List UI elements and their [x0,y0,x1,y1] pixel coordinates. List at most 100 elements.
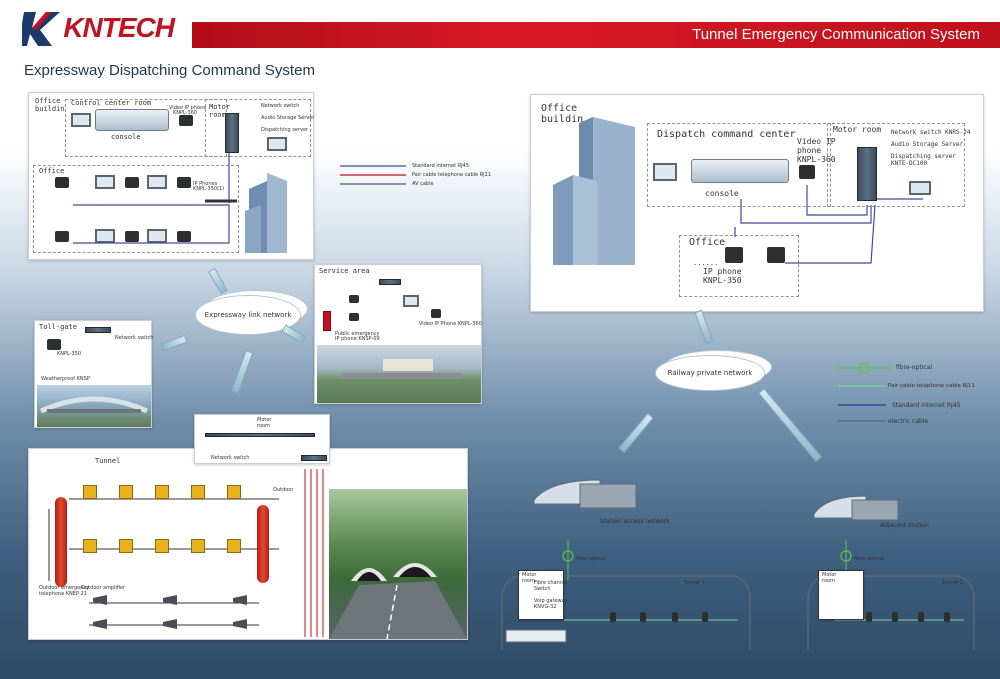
office-monitor-2 [147,175,167,189]
right-motor-room-label-2: Motor room [822,572,837,584]
service-switch [379,279,401,285]
video-phone [179,115,193,126]
tunnel-left-panel: Tunnel Outdoor Outdoor emergency telepho… [28,448,468,640]
tunnel-ip-label: Outdoor [273,487,294,493]
railway-dispatch-panel: Office buildin Dispatch command center c… [530,94,984,312]
right-office-box [679,235,799,297]
office-phone-4 [55,231,69,242]
right-ip-phone-label: IP phone KNPL-350 [703,267,742,285]
service-kiosk [323,311,331,331]
service-video-phone [431,309,441,318]
office-phone-5 [125,231,139,242]
service-area-title: Service area [319,267,370,275]
tunnel-1-phone-3 [672,612,678,622]
tunnel-motor-room: Motor room Network switch [194,414,330,464]
horn-speaker-row [93,595,273,635]
expressway-cloud-label: Expressway link network [204,311,292,319]
ip-phone-label: IP Phones [193,181,218,187]
tunnel-2-phone-3 [918,612,924,622]
office-monitor-4 [147,229,167,243]
right-legend-ethernet: Standard internet RJ45 [892,402,961,409]
right-motor-room-label: Motor room [833,125,882,134]
right-office-label: Office [689,237,726,248]
server-monitor [267,137,287,151]
right-motor-room-box-2 [818,570,864,620]
control-monitor [71,113,91,127]
right-motor-room-box [827,123,965,207]
left-motor-room-label: Motor room [522,572,537,584]
railway-private-network-cloud: Railway private network [656,356,764,390]
tunnel-1-phone-1 [610,612,616,622]
toll-gate-switch-label: Network switch [115,335,154,341]
office-box [33,165,239,253]
tunnel-motor-switch [205,433,315,437]
right-office-phone-1 [725,247,743,263]
right-legend: fibre-optical Pair cable telephone cable… [838,360,994,430]
console-desk [95,109,169,131]
tunnel-photo [329,489,467,639]
toll-gate-model: KNPL-350 [57,351,82,357]
dispatch-center-label: Dispatch command center [657,129,796,140]
page-header: KNTECH Tunnel Emergency Communication Sy… [0,0,1000,90]
right-video-phone [799,165,815,179]
service-area-photo [317,345,481,403]
rail-bolt-2 [618,412,654,454]
link-bolt-1 [208,267,228,295]
legend-electric-label: AV cable [412,181,434,187]
tunnel-secondary-switch [301,455,327,461]
dispatch-center-box [647,123,831,207]
network-switch-label: Network switch [261,103,300,109]
tunnel-left-title: Tunnel [95,457,121,465]
logo-text: KNTECH [63,12,175,43]
dispatch-monitor [653,163,677,181]
tunnel-1-phone-4 [702,612,708,622]
service-item-1: Public emergency [335,331,380,337]
service-phone-2 [349,313,359,321]
right-network-lines [734,185,923,264]
service-item-2: IP phone KNSP-09 [335,336,380,342]
railway-cloud-label: Railway private network [667,369,753,377]
yellow-phone-row-1 [83,485,263,505]
service-video-phone-label: Video IP Phone KNPL-360 [419,321,482,327]
office-label: Office [39,167,65,175]
tunnel-2-label: Tunnel 2 [942,580,964,586]
kntech-logo: KNTECH [22,6,175,50]
office-phone-6 [177,231,191,242]
toll-gate-phone [47,339,61,350]
office-phone-2 [125,177,139,188]
right-server-monitor [909,181,931,195]
emergency-telephone-pole-1 [55,497,67,587]
toll-gate-title: Toll-gate [39,323,77,331]
right-office-phone-2 [767,247,785,263]
tunnel-2-phone-1 [866,612,872,622]
left-fibre-optical-label: fibre optical [576,556,606,562]
right-legend-pair: Pair cable telephone cable RJ11 [888,383,975,389]
motor-room-box [205,99,311,157]
link-bolt-3 [160,334,188,352]
right-audio-storage-label: Audio Storage Server [891,141,964,148]
right-dispatching-server-label: Dispatching server KNTE-DC100 [891,153,957,167]
banner-title: Tunnel Emergency Communication System [192,22,1000,48]
page-subtitle: Expressway Dispatching Command System [24,62,315,79]
right-office-building-label: Office buildin [541,103,584,125]
office-monitor-3 [95,229,115,243]
rail-bolt-1 [694,309,714,345]
console-label: console [111,133,141,141]
legend-ethernet-label: Standard internet RJ45 [412,163,470,169]
left-voip-gateway-label: Voip gateway KNVG-32 [534,598,568,610]
server-rack [225,113,239,153]
left-motor-room-box [518,570,564,620]
tunnel-phone-label: Outdoor emergency telephone KNEP-21 [39,585,90,597]
dispatching-server-label: Dispatching server [261,127,309,133]
yellow-phone-row-2 [83,539,263,559]
video-phone-model: KNPL-360 [173,110,198,116]
tunnel-1-label: Tunnel 1 [684,580,706,586]
tunnel-2-phone-2 [892,612,898,622]
video-phone-label: Video IP phone [169,105,207,111]
dispatch-console-label: console [705,189,739,198]
expressway-office-panel: Office buildin Control center room conso… [28,92,314,260]
link-bolt-2 [281,324,307,344]
tunnel-2-diagram: Motor room fibre optical Tunnel 2 [804,540,978,650]
legend-pair-label: Pair cable telephone cable RJ11 [412,172,492,178]
right-legend-electric: electric cable [888,418,929,425]
